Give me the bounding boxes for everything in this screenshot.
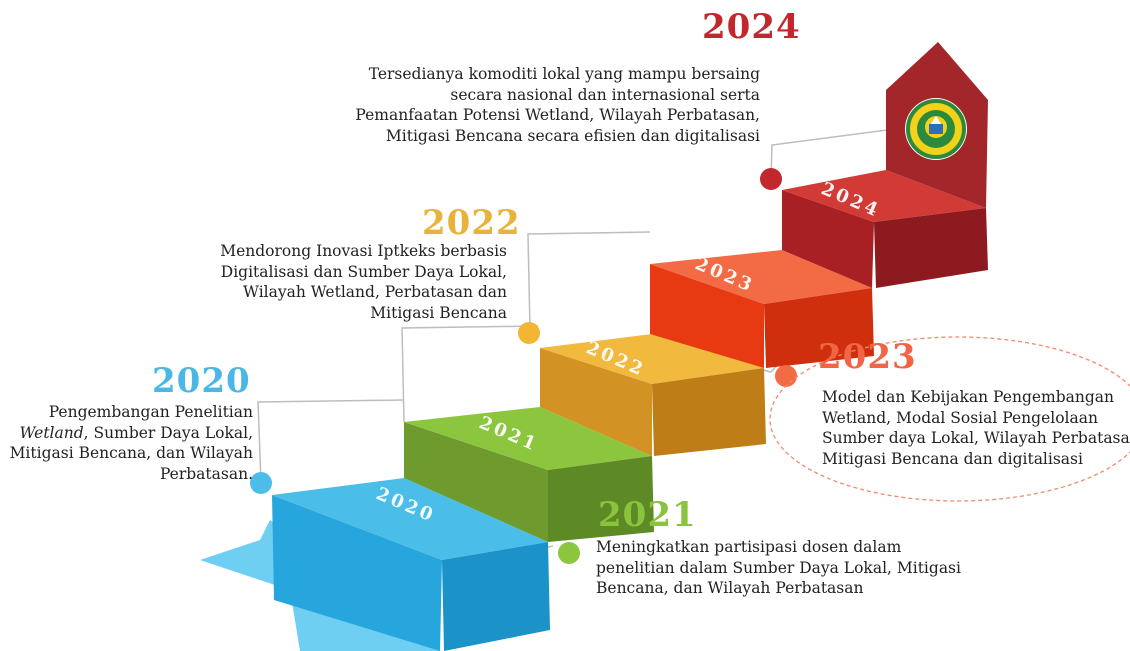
step-2023 [650, 250, 874, 368]
milestone-2020-line-rest: , Sumber Daya Lokal, [83, 423, 253, 442]
milestone-2020-line: Pengembangan Penelitian [48, 403, 253, 421]
milestone-2023-line: Wetland, Modal Sosial Pengelolaan [822, 408, 1098, 427]
milestone-2022-text: Mendorong Inovasi Iptkeks berbasis Digit… [220, 241, 507, 323]
step-2023-riser [764, 288, 874, 368]
step-2020 [200, 478, 550, 651]
step-2024-top [782, 170, 986, 222]
outline-2023-2024 [770, 127, 903, 179]
milestone-2023-line: Sumber daya Lokal, Wilayah Perbatasan, [822, 429, 1130, 447]
outline-2022-2023 [527, 231, 651, 332]
step-2021 [404, 407, 654, 542]
milestone-2024-line: Mitigasi Bencana secara efisien dan digi… [385, 126, 760, 145]
step-2021-top [404, 407, 652, 470]
milestone-2020-line: Wetland, Sumber Daya Lokal, [10, 423, 253, 444]
milestone-2021-text: Meningkatkan partisipasi dosen dalam pen… [596, 537, 961, 599]
year-2020-heading: 2020 [152, 361, 251, 401]
milestone-2022-line: Wilayah Wetland, Perbatasan dan [243, 283, 507, 301]
milestone-2023-line: Model dan Kebijakan Pengembangan [822, 388, 1115, 406]
step-2023-top [650, 250, 872, 304]
dot-2021 [558, 542, 580, 564]
dot-2020 [250, 472, 272, 494]
step-2020-riser [442, 542, 550, 651]
outline-2020 [257, 399, 405, 483]
milestone-2024-line: Tersedianya komoditi lokal yang mampu be… [368, 65, 760, 83]
milestone-2021-line: penelitian dalam Sumber Daya Lokal, Miti… [596, 558, 961, 577]
dot-2023 [775, 365, 797, 387]
highlight-ellipse-2023 [769, 336, 1130, 502]
milestone-2022-line: Digitalisasi dan Sumber Daya Lokal, [220, 262, 507, 281]
milestone-2021-line: Bencana, dan Wilayah Perbatasan [596, 579, 864, 597]
year-2023-heading: 2023 [818, 337, 917, 377]
milestone-2020-line: Perbatasan. [159, 464, 253, 483]
dot-2022 [518, 322, 540, 344]
milestone-2021-line: Meningkatkan partisipasi dosen dalam [596, 538, 902, 556]
year-2021-heading: 2021 [598, 495, 697, 535]
step-2022 [540, 334, 766, 456]
step-2022-top [540, 334, 764, 384]
milestone-2020-line: Mitigasi Bencana, dan Wilayah [9, 444, 253, 462]
step-2022-riser [652, 368, 766, 456]
year-2024-heading: 2024 [702, 7, 801, 47]
step-2024-front [782, 190, 874, 288]
year-2022-heading: 2022 [422, 203, 521, 243]
milestone-2020-text: Pengembangan Penelitian Wetland, Sumber … [10, 402, 253, 484]
step-2021-front [404, 422, 548, 542]
step-2020-top [272, 478, 548, 560]
step-2024 [782, 42, 988, 288]
timeline-dots [250, 168, 797, 564]
step-2023-front [650, 264, 764, 368]
milestone-2023-line: Mitigasi Bencana dan digitalisasi [822, 449, 1083, 468]
step-2021-riser [548, 456, 654, 542]
milestone-2023-text: Model dan Kebijakan Pengembangan Wetland… [822, 387, 1130, 469]
milestone-2024-line: secara nasional dan internasional serta [450, 85, 760, 104]
milestone-2022-line: Mitigasi Bencana [370, 303, 507, 322]
dot-2024 [760, 168, 782, 190]
university-emblem-icon [905, 98, 967, 160]
milestone-2022-line: Mendorong Inovasi Iptkeks berbasis [220, 242, 507, 260]
step-2024-riser [874, 208, 988, 288]
milestone-2024-text: Tersedianya komoditi lokal yang mampu be… [355, 64, 760, 146]
base-arrow-front [272, 495, 442, 651]
outline-2021-2022 [401, 325, 539, 423]
milestone-2024-line: Pemanfaatan Potensi Wetland, Wilayah Per… [355, 106, 760, 124]
wetland-emphasis: Wetland [19, 423, 84, 442]
